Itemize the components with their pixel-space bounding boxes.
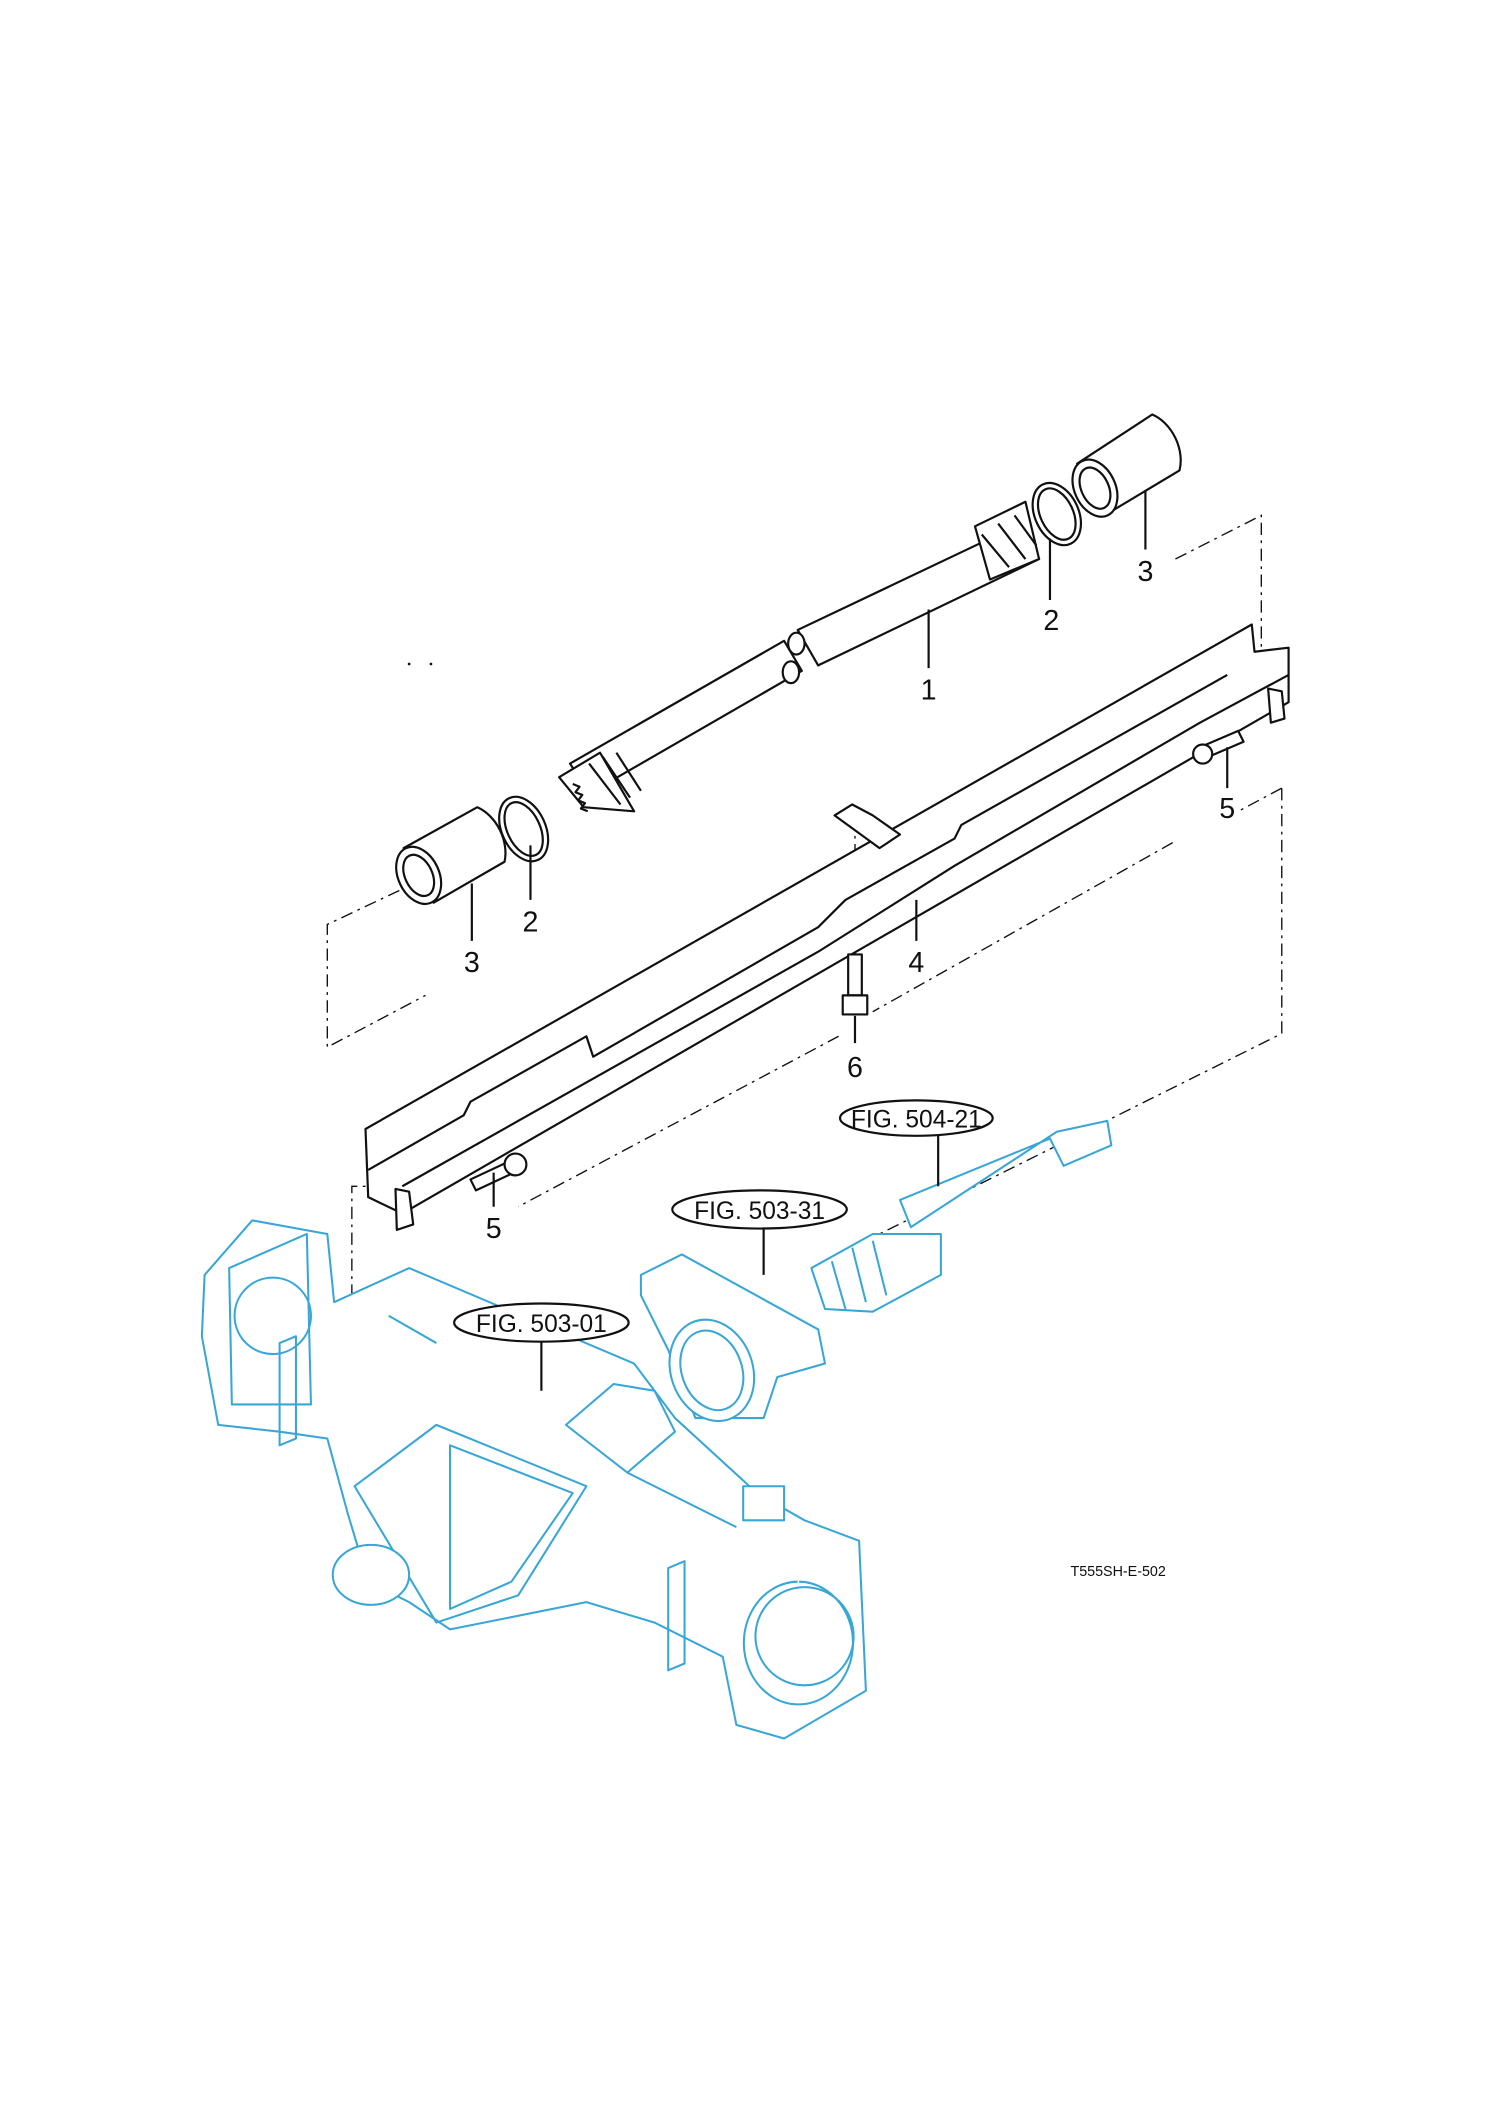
drawing-code: T555SH-E-502 <box>1070 1564 1165 1580</box>
part-2-circlip-right <box>1031 481 1083 547</box>
fig-ref-504-21[interactable]: FIG. 504-21 <box>851 1107 982 1134</box>
callout-2-left: 2 <box>523 906 539 938</box>
callout-3-right: 3 <box>1137 556 1153 588</box>
callout-5-right: 5 <box>1219 793 1235 825</box>
callout-3-left: 3 <box>464 947 480 979</box>
part-3-coupling-right <box>1071 413 1182 518</box>
part-6-bolt <box>841 953 869 1016</box>
callout-6: 6 <box>847 1052 863 1084</box>
callout-1: 1 <box>921 674 937 706</box>
rear-axle-housing-reference <box>200 1219 867 1740</box>
pinion-shaft-reference <box>810 1119 1113 1313</box>
figure-references: FIG. 504-21 FIG. 503-31 FIG. 503-01 <box>453 1099 994 1391</box>
part-4-cover <box>364 623 1290 1231</box>
callout-5-left: 5 <box>486 1213 502 1245</box>
part-1-shaft <box>558 500 1041 813</box>
callout-4: 4 <box>908 947 924 979</box>
part-5-bolt-right <box>1192 729 1245 765</box>
differential-carrier-reference <box>639 1253 827 1423</box>
fig-ref-503-31[interactable]: FIG. 503-31 <box>694 1198 825 1225</box>
callouts: 1 2 3 2 3 4 5 5 6 <box>464 490 1235 1245</box>
part-3-coupling-left <box>395 806 507 905</box>
callout-2-right: 2 <box>1043 605 1059 637</box>
fig-ref-503-01[interactable]: FIG. 503-01 <box>476 1311 607 1338</box>
